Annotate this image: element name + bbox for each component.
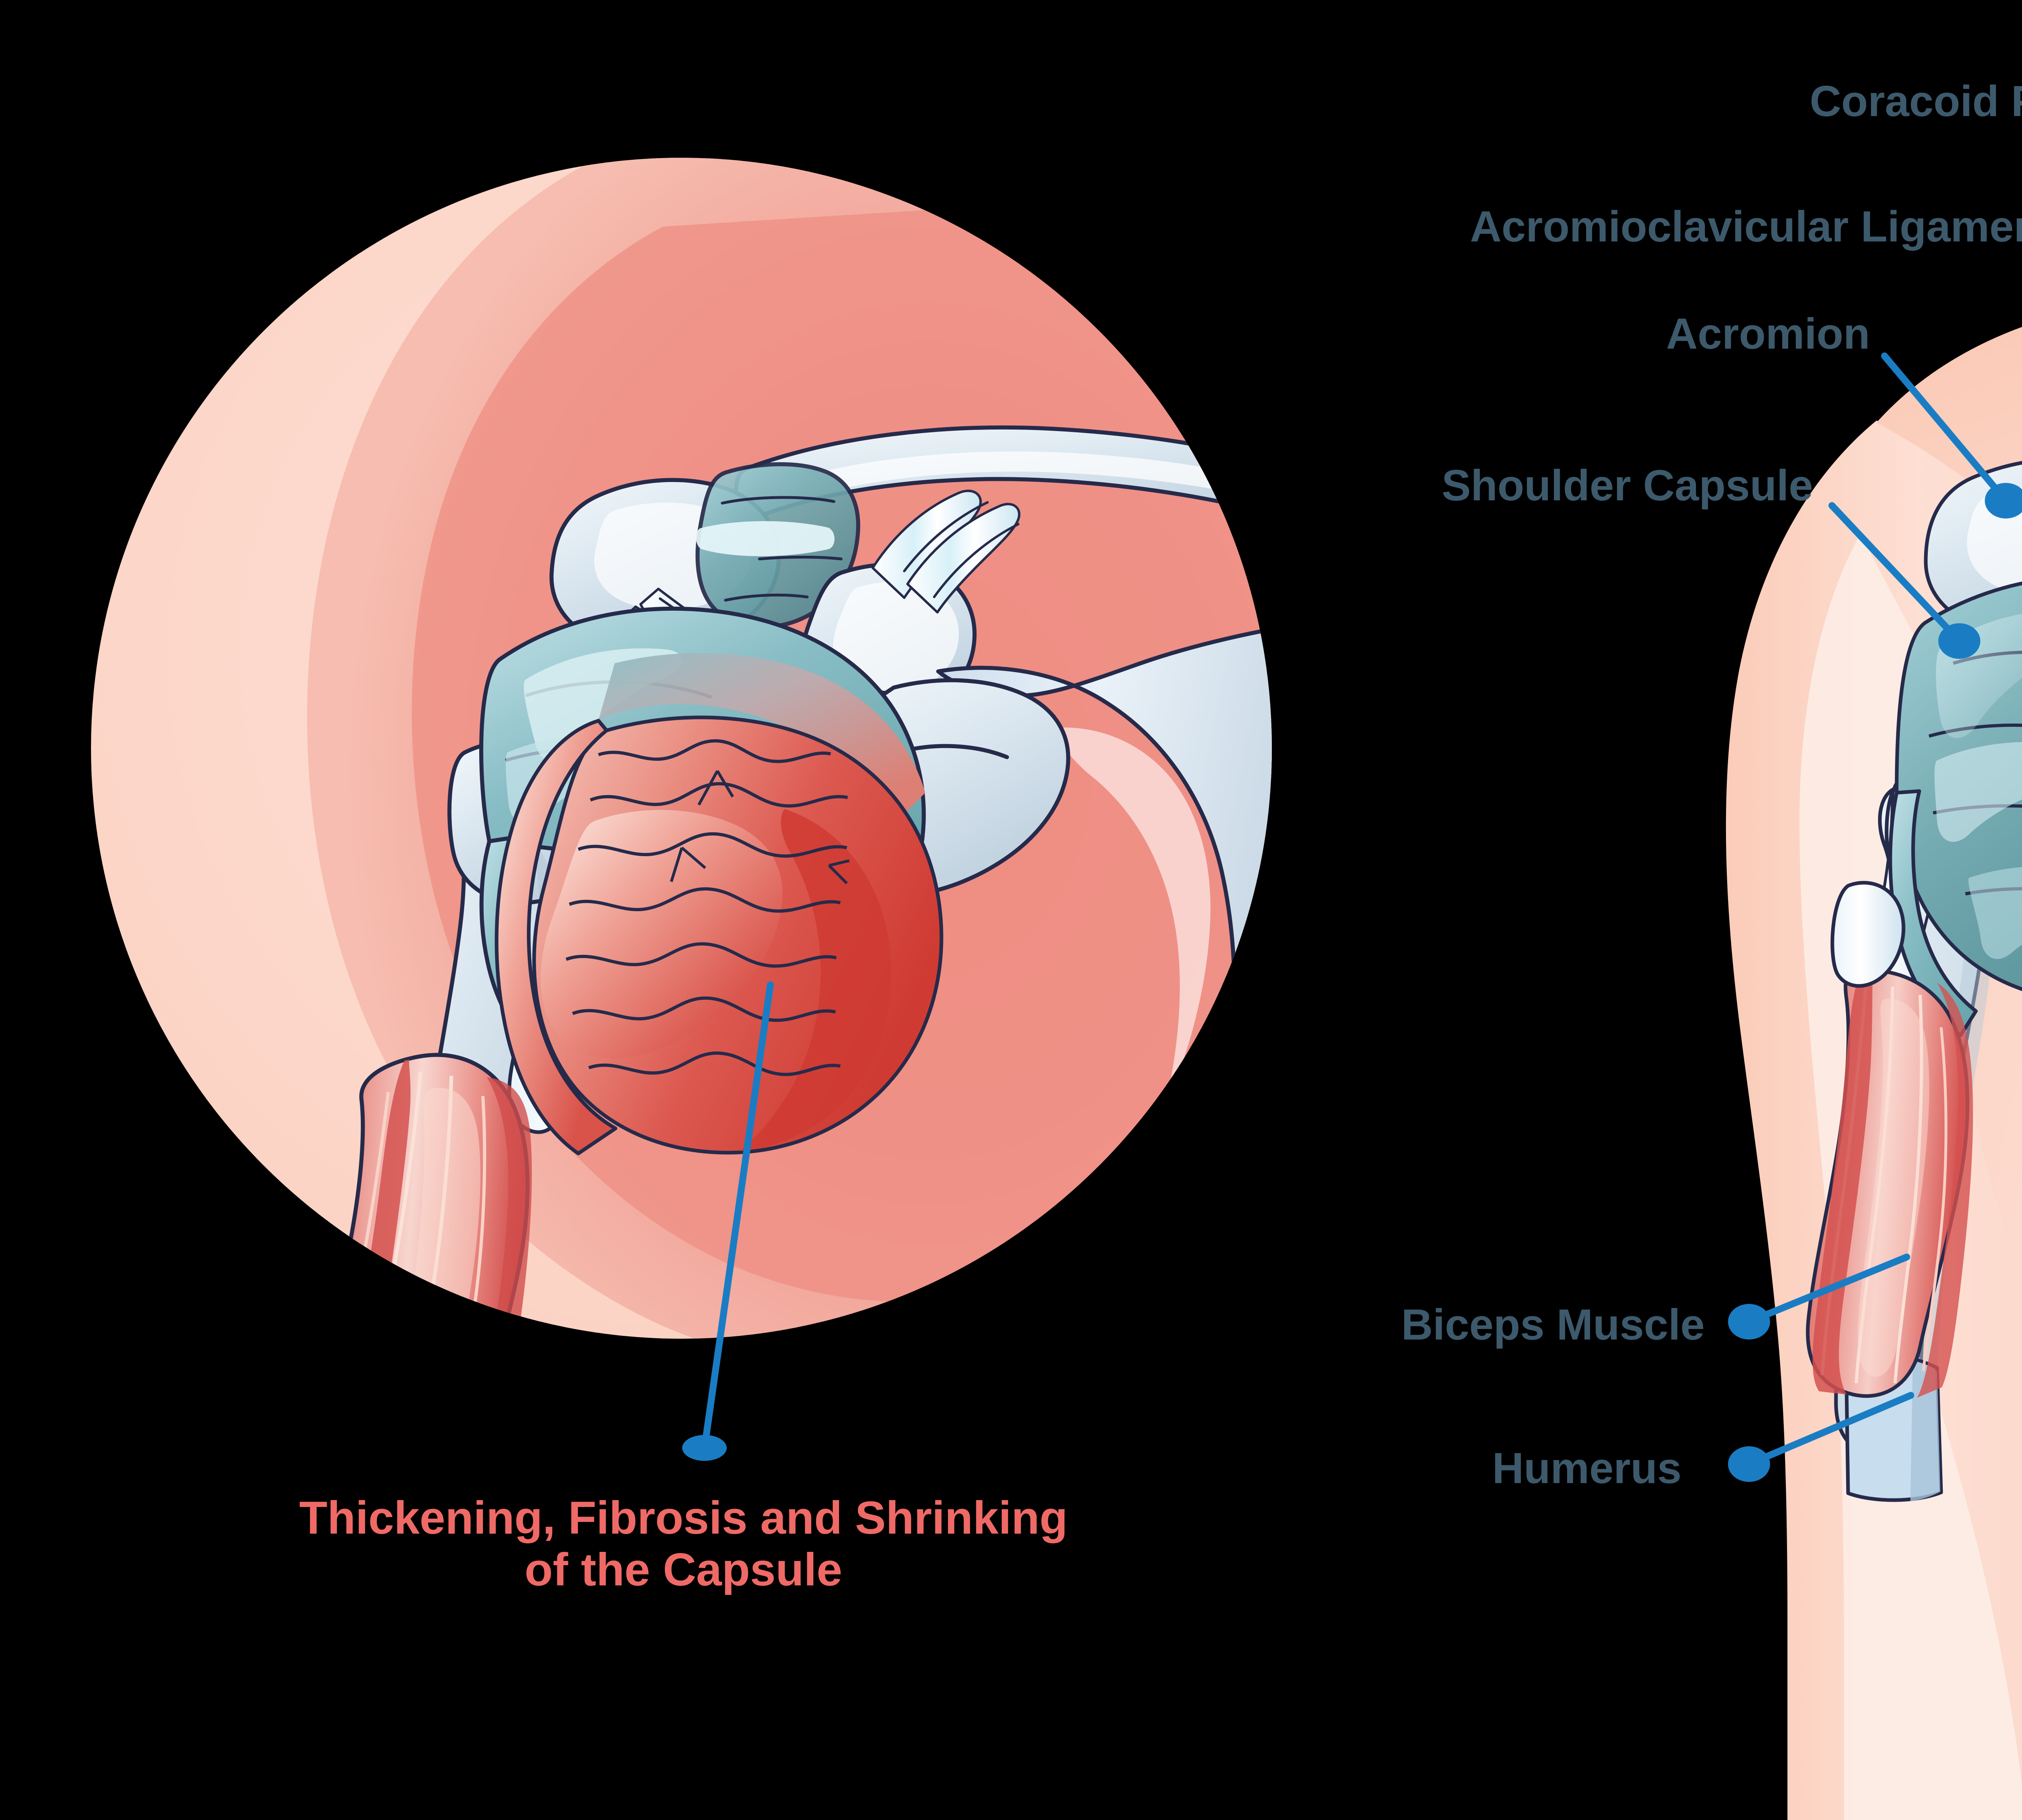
fibrosis-wave-2	[590, 782, 848, 808]
capsule-highlight-2	[1934, 742, 2022, 842]
biceps-tendon-top	[1830, 881, 1906, 988]
inset-ac-line-1	[721, 496, 835, 505]
fibrosis-wave-6	[572, 996, 836, 1022]
fibrotic-deep-core	[740, 809, 892, 1151]
inset-cc-band-2	[906, 503, 1021, 614]
dot-shoulder-capsule	[1938, 623, 1980, 659]
dot-biceps-muscle	[1728, 1304, 1770, 1340]
upper-arm-highlight	[1799, 534, 2022, 1820]
humerus-distal-shade	[1910, 1361, 1940, 1501]
leader-lines-group	[701, 352, 2009, 1468]
inset-ac-band-light	[696, 521, 835, 557]
leader-shoulder-capsule	[1828, 502, 1963, 645]
fibrosis-blend-zone	[599, 653, 925, 837]
leader-humerus	[1745, 1392, 1914, 1468]
fibrosis-scar-3	[828, 859, 850, 885]
inset-ac-line-3	[724, 593, 809, 602]
dot-acromion	[1985, 483, 2022, 518]
leader-acromion	[1881, 352, 2009, 504]
leader-capsule-caption	[701, 981, 774, 1452]
fibrosis-scar-1	[697, 770, 734, 806]
fibrotic-fan	[495, 719, 618, 1155]
main-anatomy-panel	[1726, 327, 2022, 1820]
fibrosis-wave-1	[598, 739, 831, 763]
inset-scapula-hl	[1051, 727, 1211, 1108]
label-biceps-muscle: Biceps Muscle	[1401, 1300, 1705, 1349]
leader-biceps-muscle	[1745, 1253, 1910, 1325]
label-acromioclavicular-ligament: Acromioclavicular Ligament	[1470, 202, 2022, 251]
label-humerus: Humerus	[1492, 1443, 1682, 1492]
inset-cc-line-1	[903, 501, 989, 572]
caption-line-2: of the Capsule	[525, 1544, 842, 1596]
biceps-muscle-main	[1806, 881, 1973, 1398]
fibrosis-wave-4	[569, 887, 841, 913]
inset-cc-line-2	[933, 523, 1019, 598]
label-acromion: Acromion	[1666, 309, 1870, 358]
fibrotic-inner-band	[541, 810, 783, 1058]
inset-cc-ligaments	[871, 489, 1021, 614]
dot-humerus	[1728, 1446, 1770, 1482]
caption-line-1: Thickening, Fibrosis and Shrinking	[299, 1492, 1068, 1544]
fibrosis-wave-5	[565, 942, 837, 968]
biceps-highlight	[1857, 999, 1929, 1377]
biceps-fiber-4	[1922, 1027, 1948, 1371]
shoulder-capsule-main	[1888, 581, 2022, 1037]
circular-inset-panel	[91, 158, 1272, 1339]
inset-clavicle-hl	[782, 451, 1272, 518]
fibrosis-wave-3	[577, 832, 847, 858]
biceps-shade-right	[1917, 983, 1973, 1398]
dot-capsule-caption	[682, 1435, 727, 1461]
fibrotic-capsule	[495, 653, 943, 1155]
caption-capsule-pathology: Thickening, Fibrosis and Shrinking of th…	[267, 1492, 1100, 1596]
label-coracoid-process: Coracoid Process	[1810, 76, 2022, 125]
label-shoulder-capsule: Shoulder Capsule	[1442, 461, 1813, 510]
capsule-highlight-3	[1968, 867, 2022, 959]
fibrosis-wave-7	[588, 1051, 841, 1076]
inset-biceps-shade-r	[472, 1077, 532, 1339]
leader-dots-group	[682, 483, 2022, 1482]
fibrosis-scar-2	[670, 847, 706, 882]
inset-ac-line-2	[758, 556, 843, 561]
inset-coracoid-hl	[833, 582, 959, 696]
inset-biceps-hl	[388, 1088, 480, 1339]
